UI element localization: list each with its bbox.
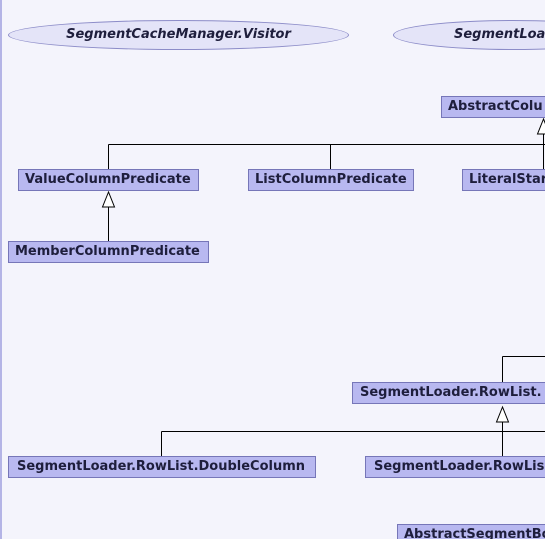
class-segment-loader-rowlist-column[interactable]: SegmentLoader.RowList. (352, 382, 545, 404)
arrow-value-column-predicate (101, 190, 116, 208)
arrow-abstract-column-predicate (536, 117, 545, 135)
class-list-column-predicate[interactable]: ListColumnPredicate (248, 169, 414, 191)
class-segment-loader-rowlist-other[interactable]: SegmentLoader.RowLis (365, 456, 545, 478)
class-member-column-predicate[interactable]: MemberColumnPredicate (8, 241, 209, 263)
class-value-column-predicate[interactable]: ValueColumnPredicate (18, 169, 199, 191)
arrow-rowlist-column (495, 405, 510, 423)
left-border (0, 0, 2, 539)
interface-segment-cache-manager-visitor[interactable]: SegmentCacheManager.Visitor (8, 20, 349, 50)
class-segment-loader-rowlist-double-column[interactable]: SegmentLoader.RowList.DoubleColumn (8, 456, 316, 478)
class-abstract-column-predicate[interactable]: AbstractColu (441, 96, 545, 118)
class-abstract-segment-body[interactable]: AbstractSegmentBo (397, 524, 545, 539)
class-literal-star-predicate[interactable]: LiteralStar (462, 169, 545, 191)
